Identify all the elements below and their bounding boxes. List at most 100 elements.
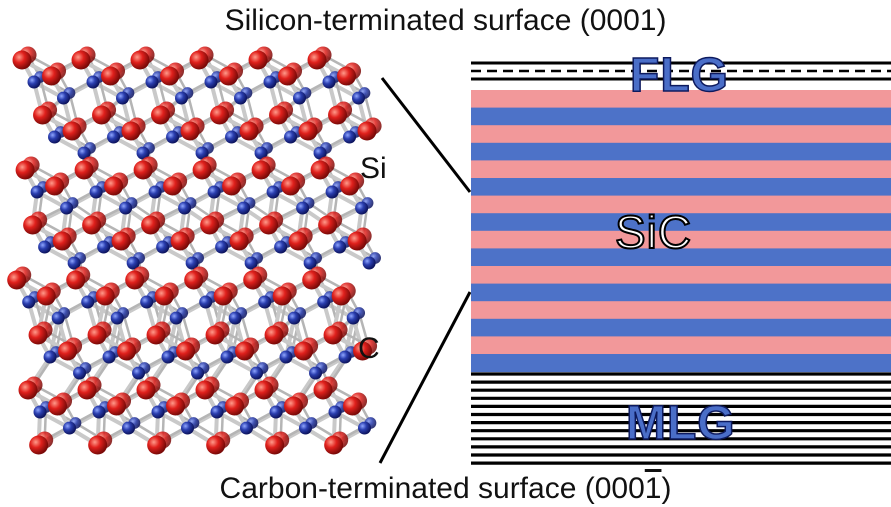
silicon-atom	[23, 215, 43, 235]
carbon-atom	[22, 295, 36, 309]
silicon-atom	[298, 121, 318, 141]
sic-band-blue	[471, 354, 891, 373]
silicon-atom	[95, 286, 115, 306]
silicon-atom	[328, 105, 348, 125]
carbon-atom	[185, 256, 199, 270]
sic-band-blue	[471, 283, 891, 302]
carbon-atom	[48, 130, 62, 144]
carbon-atom	[225, 130, 239, 144]
silicon-atom	[106, 396, 126, 416]
silicon-atom	[337, 66, 356, 86]
carbon-atom	[250, 366, 264, 380]
carbon-atom	[338, 350, 352, 364]
carbon-atom	[204, 75, 218, 89]
carbon-atom	[266, 185, 280, 199]
carbon-surface-caption-close: )	[661, 472, 672, 505]
carbon-atom	[62, 421, 76, 435]
silicon-atom	[74, 160, 94, 180]
carbon-atom	[239, 421, 253, 435]
carbon-atom	[166, 130, 180, 144]
carbon-atom	[77, 146, 91, 160]
sic-band-blue	[471, 107, 891, 126]
silicon-atom	[340, 176, 360, 196]
carbon-atom	[343, 130, 357, 144]
silicon-atom	[210, 105, 230, 125]
silicon-atom	[331, 286, 351, 306]
carbon-atom	[33, 405, 47, 419]
silicon-atom	[239, 121, 259, 141]
carbon-atom-label: C	[358, 332, 380, 365]
silicon-atom	[7, 270, 27, 290]
silicon-atom	[189, 50, 209, 70]
silicon-atom	[200, 215, 220, 235]
silicon-atom	[36, 286, 56, 306]
carbon-atom	[30, 185, 44, 199]
silicon-atom	[101, 66, 120, 86]
silicon-atom	[324, 435, 344, 455]
carbon-atom	[263, 75, 277, 89]
sic-band-pink	[471, 301, 891, 320]
carbon-atom	[296, 201, 310, 215]
silicon-atom	[141, 215, 161, 235]
carbon-atom	[27, 75, 41, 89]
silicon-atom	[248, 50, 268, 70]
carbon-atom	[254, 146, 268, 160]
carbon-atom	[279, 350, 293, 364]
silicon-atom	[259, 215, 279, 235]
silicon-atom	[307, 50, 327, 70]
atom-set	[7, 46, 382, 455]
silicon-atom	[28, 325, 48, 345]
carbon-atom	[237, 201, 251, 215]
silicon-atom	[104, 176, 124, 196]
silicon-atom	[310, 160, 330, 180]
silicon-atom	[18, 380, 38, 400]
carbon-atom	[234, 91, 247, 105]
silicon-atom	[353, 341, 373, 361]
silicon-atom	[160, 66, 179, 86]
carbon-atom	[121, 421, 135, 435]
silicon-atom	[33, 105, 53, 125]
carbon-atom	[210, 405, 224, 419]
silicon-atom	[130, 50, 150, 70]
silicon-atom	[264, 325, 284, 345]
silicon-atom	[136, 380, 156, 400]
silicon-atom	[125, 270, 145, 290]
carbon-atom	[140, 295, 154, 309]
carbon-atom	[309, 366, 323, 380]
carbon-atom	[180, 421, 194, 435]
silicon-atom	[52, 231, 72, 251]
carbon-atom	[178, 201, 192, 215]
silicon-atom	[111, 231, 131, 251]
carbon-atom	[151, 405, 165, 419]
silicon-atom	[82, 215, 102, 235]
silicon-atom	[117, 341, 137, 361]
miller-index-overbar: 1	[644, 472, 662, 505]
sic-label: SiC	[614, 205, 693, 259]
layer-stack	[471, 61, 891, 465]
carbon-atom	[284, 130, 298, 144]
carbon-surface-caption-text: Carbon-terminated surface (000	[219, 472, 645, 505]
carbon-atom	[51, 311, 65, 325]
silicon-atom	[87, 325, 107, 345]
silicon-atom	[146, 325, 166, 345]
silicon-atom	[219, 66, 238, 86]
silicon-atom	[192, 160, 212, 180]
silicon-atom	[47, 396, 67, 416]
sic-band-blue	[471, 248, 891, 267]
sic-band-pink	[471, 125, 891, 144]
carbon-atom	[161, 350, 175, 364]
silicon-atom	[243, 270, 263, 290]
carbon-atom	[81, 295, 95, 309]
silicon-atom	[176, 341, 196, 361]
carbon-atom	[145, 75, 159, 89]
silicon-atom	[180, 121, 200, 141]
carbon-atom	[325, 185, 339, 199]
silicon-atom	[121, 121, 141, 141]
carbon-atom	[67, 256, 81, 270]
sic-substrate-bands	[471, 90, 891, 373]
mlg-label: MLG	[625, 396, 736, 451]
zoom-line-top	[380, 77, 472, 193]
silicon-atom	[12, 50, 32, 70]
carbon-atom	[199, 295, 213, 309]
